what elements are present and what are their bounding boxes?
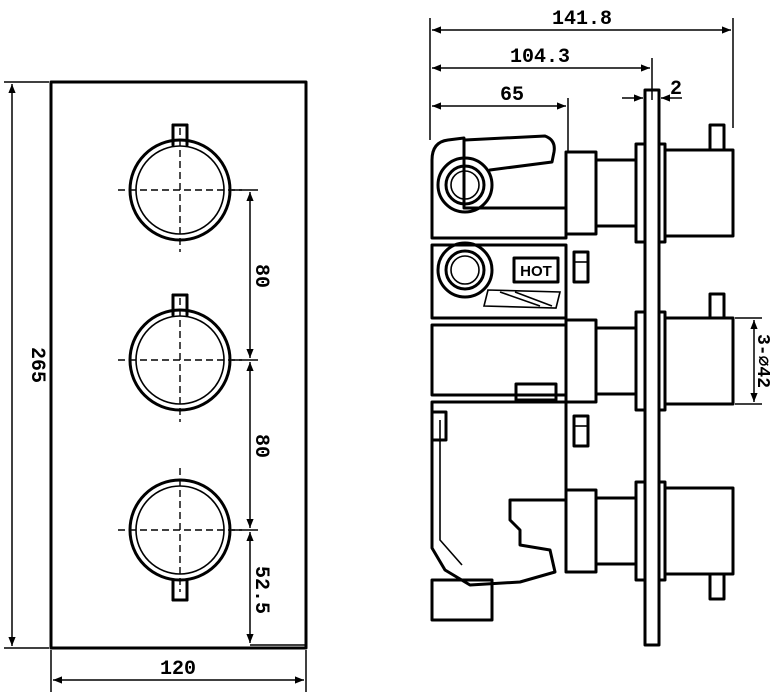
- dim-bottom-offset-label: 52.5: [249, 566, 272, 614]
- front-handle-top: [118, 123, 242, 252]
- front-handle-bottom: [118, 468, 242, 602]
- dim-valve-depth-label: 65: [500, 84, 524, 107]
- inlet-hot: HOT: [436, 241, 562, 309]
- side-view: 141.8 104.3 65 2: [429, 8, 772, 647]
- dim-height-label: 265: [25, 347, 48, 383]
- side-handle-middle: [564, 292, 735, 412]
- front-view: 265 120 80 80 52.5: [4, 80, 308, 692]
- dim-spacing: 80 80 52.5: [232, 189, 306, 646]
- dim-width: 120: [50, 650, 307, 692]
- inlet-top: [436, 134, 556, 214]
- dim-spacing-top-label: 80: [249, 264, 272, 288]
- dim-spacing-bottom-label: 80: [249, 434, 272, 458]
- dim-handle-diameter-label: 3-∅42: [752, 334, 772, 388]
- screws: [430, 250, 590, 448]
- hot-label: HOT: [520, 263, 552, 280]
- dim-plate-thickness-label: 2: [670, 78, 682, 101]
- dim-body-depth-label: 104.3: [510, 46, 570, 69]
- front-handle-middle: [118, 293, 242, 422]
- dim-width-label: 120: [160, 658, 196, 681]
- dim-depths: 141.8 104.3 65 2: [429, 8, 734, 152]
- side-handle-bottom: [564, 480, 735, 601]
- side-cover-plate: [643, 88, 661, 647]
- dim-handle-diameter: 3-∅42: [735, 317, 772, 405]
- dim-height: 265: [4, 81, 49, 649]
- hot-label-box: [512, 256, 560, 284]
- side-handle-top: [564, 123, 735, 244]
- front-plate: [49, 80, 308, 650]
- dim-overall-depth-label: 141.8: [552, 8, 612, 31]
